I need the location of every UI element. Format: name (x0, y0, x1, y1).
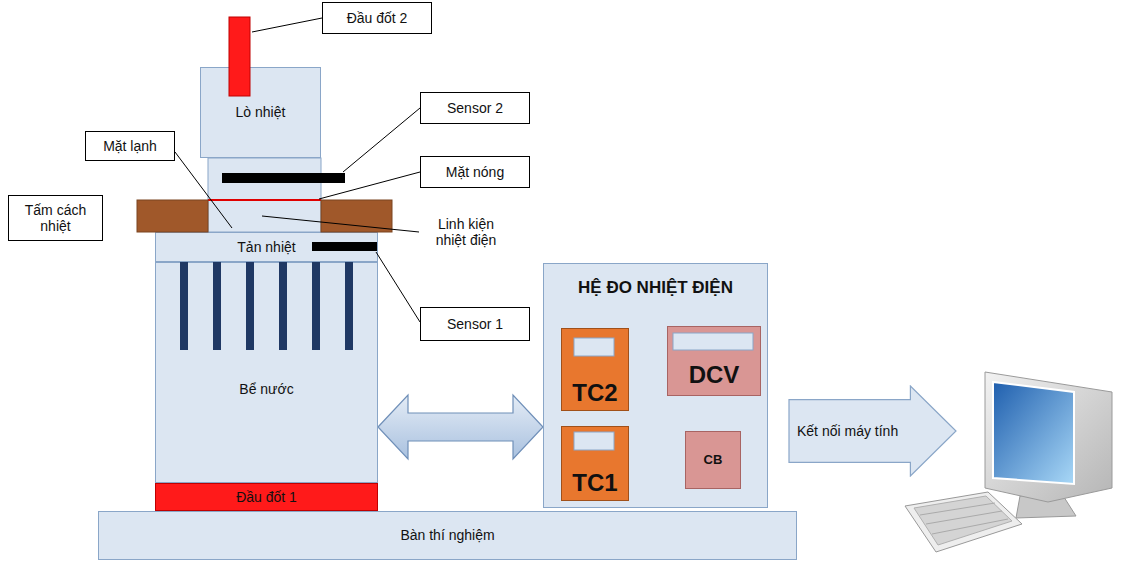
sensor-bar (312, 242, 377, 251)
node-text: Tản nhiệt (237, 239, 295, 255)
callout-box: Đầu đốt 2 (322, 2, 432, 34)
leader-lines (175, 18, 420, 322)
computer-icon (905, 372, 1112, 552)
burner-bar (229, 17, 250, 96)
hot-surface-line (208, 199, 321, 201)
water-tank: Bể nước (155, 262, 378, 483)
callout-box: Tấm cách nhiệt (8, 195, 103, 241)
meter-screens (574, 333, 753, 450)
node-text: Lò nhiệt (236, 104, 286, 120)
breaker-box: CB (685, 431, 741, 489)
burner-box: Đầu đốt 1 (155, 483, 378, 511)
insulation-plate (321, 200, 392, 232)
meter-box: TC1 (561, 426, 629, 501)
voltmeter-box: DCV (667, 326, 761, 396)
callout-box: Mặt lạnh (85, 131, 175, 161)
meter-box: TC2 (561, 328, 629, 411)
node-text: TC2 (572, 379, 617, 407)
node-text: Đầu đốt 1 (236, 489, 297, 505)
insulation-plate (137, 200, 208, 232)
node-text: Bàn thí nghiệm (400, 527, 494, 543)
node-text: Bể nước (239, 381, 293, 397)
sensor-bar (222, 173, 345, 183)
node-text: CB (704, 453, 723, 468)
furnace-housing (208, 158, 321, 200)
callout-box: Sensor 1 (420, 307, 530, 341)
heat-sink-fins (180, 262, 353, 350)
callout-box: Sensor 2 (420, 92, 530, 124)
node-text: Tấm cách nhiệt (13, 202, 98, 234)
node-text: Kết nối máy tính (797, 423, 898, 439)
lab-bench: Bàn thí nghiệm (98, 511, 797, 560)
arrow-shape (789, 386, 956, 476)
double-block-arrow (378, 395, 543, 459)
node-text: DCV (689, 361, 740, 389)
block-arrow: Kết nối máy tính (788, 385, 958, 477)
part-label: Linh kiện nhiệt điện (424, 216, 508, 248)
node-text: Mặt lạnh (103, 138, 157, 154)
callout-box: Mặt nóng (420, 156, 530, 188)
node-text: Sensor 1 (447, 316, 503, 332)
furnace-box: Lò nhiệt (200, 67, 321, 158)
thermoelectric-element (208, 200, 321, 232)
node-text: TC1 (572, 469, 617, 497)
node-text: HỆ ĐO NHIỆT ĐIỆN (578, 278, 733, 298)
node-text: Mặt nóng (446, 164, 504, 180)
heat-sink-plate: Tản nhiệt (155, 232, 378, 262)
node-text: Sensor 2 (447, 100, 503, 116)
measurement-unit: HỆ ĐO NHIỆT ĐIỆN TC2 DCV TC1 CB (543, 263, 768, 508)
node-text: Đầu đốt 2 (347, 10, 408, 26)
